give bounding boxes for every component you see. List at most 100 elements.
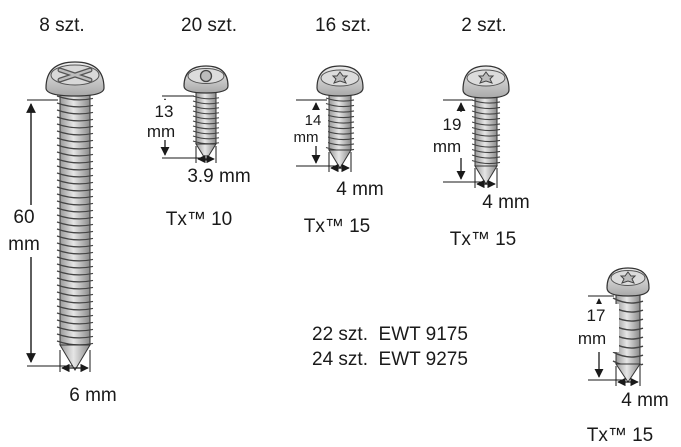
thread-line (56, 158, 94, 164)
torx-head-icon (462, 65, 510, 99)
screw-4-count: 2 szt. (461, 15, 506, 36)
screw-3-drive: Tx™ 15 (304, 216, 371, 237)
thread-line (192, 115, 220, 120)
screw-1-length-value: 60 (13, 207, 34, 228)
thread-line (56, 221, 94, 227)
screw-4-length-unit: mm (433, 137, 461, 156)
thread-line (192, 95, 220, 100)
screw-3 (316, 65, 364, 169)
screw-5-diameter: 4 mm (621, 390, 669, 411)
screw-1-length-unit: mm (8, 234, 40, 255)
screw-1-diameter: 6 mm (69, 385, 117, 406)
thread-line (192, 135, 220, 140)
thread-line (612, 351, 644, 358)
thread-line (471, 110, 501, 115)
screw-3-diameter: 4 mm (336, 179, 384, 200)
screw-2-length-unit: mm (147, 122, 175, 141)
thread-line (56, 200, 94, 206)
thread-line (325, 124, 355, 130)
thread-line (471, 148, 501, 154)
thread-line (192, 105, 220, 110)
thread-line (325, 97, 355, 102)
screw-5-length-unit: mm (578, 329, 606, 348)
thread-line (325, 119, 355, 124)
thread-line (325, 108, 355, 113)
thread-line (56, 207, 94, 213)
thread-line (56, 165, 94, 171)
thread-line (56, 151, 94, 157)
screw-1 (45, 61, 105, 371)
thread-line (56, 263, 94, 269)
thread-line (325, 130, 355, 135)
thread-line (56, 186, 94, 192)
thread-line (612, 297, 644, 304)
thread-line (56, 284, 94, 290)
thread-line (56, 319, 94, 325)
thread-line (56, 277, 94, 283)
screw-3-length-value: 14 (305, 112, 322, 129)
thread-line (471, 115, 501, 121)
screw-4-diameter: 4 mm (482, 192, 530, 213)
thread-line (192, 130, 220, 135)
screw-2 (183, 65, 229, 161)
thread-line (325, 113, 355, 119)
thread-line (471, 104, 501, 110)
thread-line (56, 109, 94, 115)
thread-line (471, 126, 501, 132)
phillips-head-icon (45, 61, 105, 97)
thread-line (471, 154, 501, 159)
thread-line (471, 132, 501, 137)
thread-line (56, 228, 94, 234)
screw-1-count: 8 szt. (39, 15, 84, 36)
thread-line (471, 99, 501, 104)
screw-5-drive: Tx™ 15 (587, 425, 654, 446)
thread-line (471, 143, 501, 148)
thread-line (56, 95, 94, 101)
thread-line (56, 130, 94, 136)
screw-1-shaft (56, 89, 94, 371)
thread-line (56, 270, 94, 276)
screw-5 (606, 267, 650, 383)
torx-head-icon (316, 65, 364, 97)
screw-2-count: 20 szt. (181, 15, 237, 36)
thread-line (192, 110, 220, 115)
thread-line (56, 123, 94, 129)
thread-line (56, 305, 94, 311)
thread-line (192, 125, 220, 130)
screw-2-drive: Tx™ 10 (166, 209, 233, 230)
screw-3-count: 16 szt. (315, 15, 371, 36)
thread-line (325, 135, 355, 141)
thread-line (192, 100, 220, 105)
torx-head-icon (183, 65, 229, 94)
screw-4-length-value: 19 (443, 115, 462, 134)
note-ewt-9275: 24 szt. EWT 9275 (312, 349, 468, 370)
screw-2-length-value: 13 (155, 102, 174, 121)
screw-3-length-unit: mm (294, 129, 319, 146)
thread-line (56, 214, 94, 220)
thread-line (56, 137, 94, 143)
thread-line (56, 116, 94, 122)
thread-line (56, 249, 94, 255)
screw-4-drive: Tx™ 15 (450, 229, 517, 250)
thread-line (56, 172, 94, 178)
note-ewt-9175: 22 szt. EWT 9175 (312, 324, 468, 345)
thread-line (471, 121, 501, 126)
thread-line (56, 298, 94, 304)
screw-5-length-value: 17 (587, 306, 606, 325)
thread-line (56, 333, 94, 339)
thread-line (325, 141, 355, 146)
thread-line (56, 193, 94, 199)
screw-4 (462, 65, 510, 185)
thread-line (56, 242, 94, 248)
thread-line (471, 137, 501, 143)
thread-line (325, 102, 355, 108)
thread-line (56, 179, 94, 185)
thread-line (192, 120, 220, 125)
torx-head-icon (606, 267, 650, 297)
thread-line (56, 102, 94, 108)
thread-line (56, 144, 94, 150)
thread-line (56, 312, 94, 318)
thread-line (56, 326, 94, 332)
thread-line (56, 235, 94, 241)
